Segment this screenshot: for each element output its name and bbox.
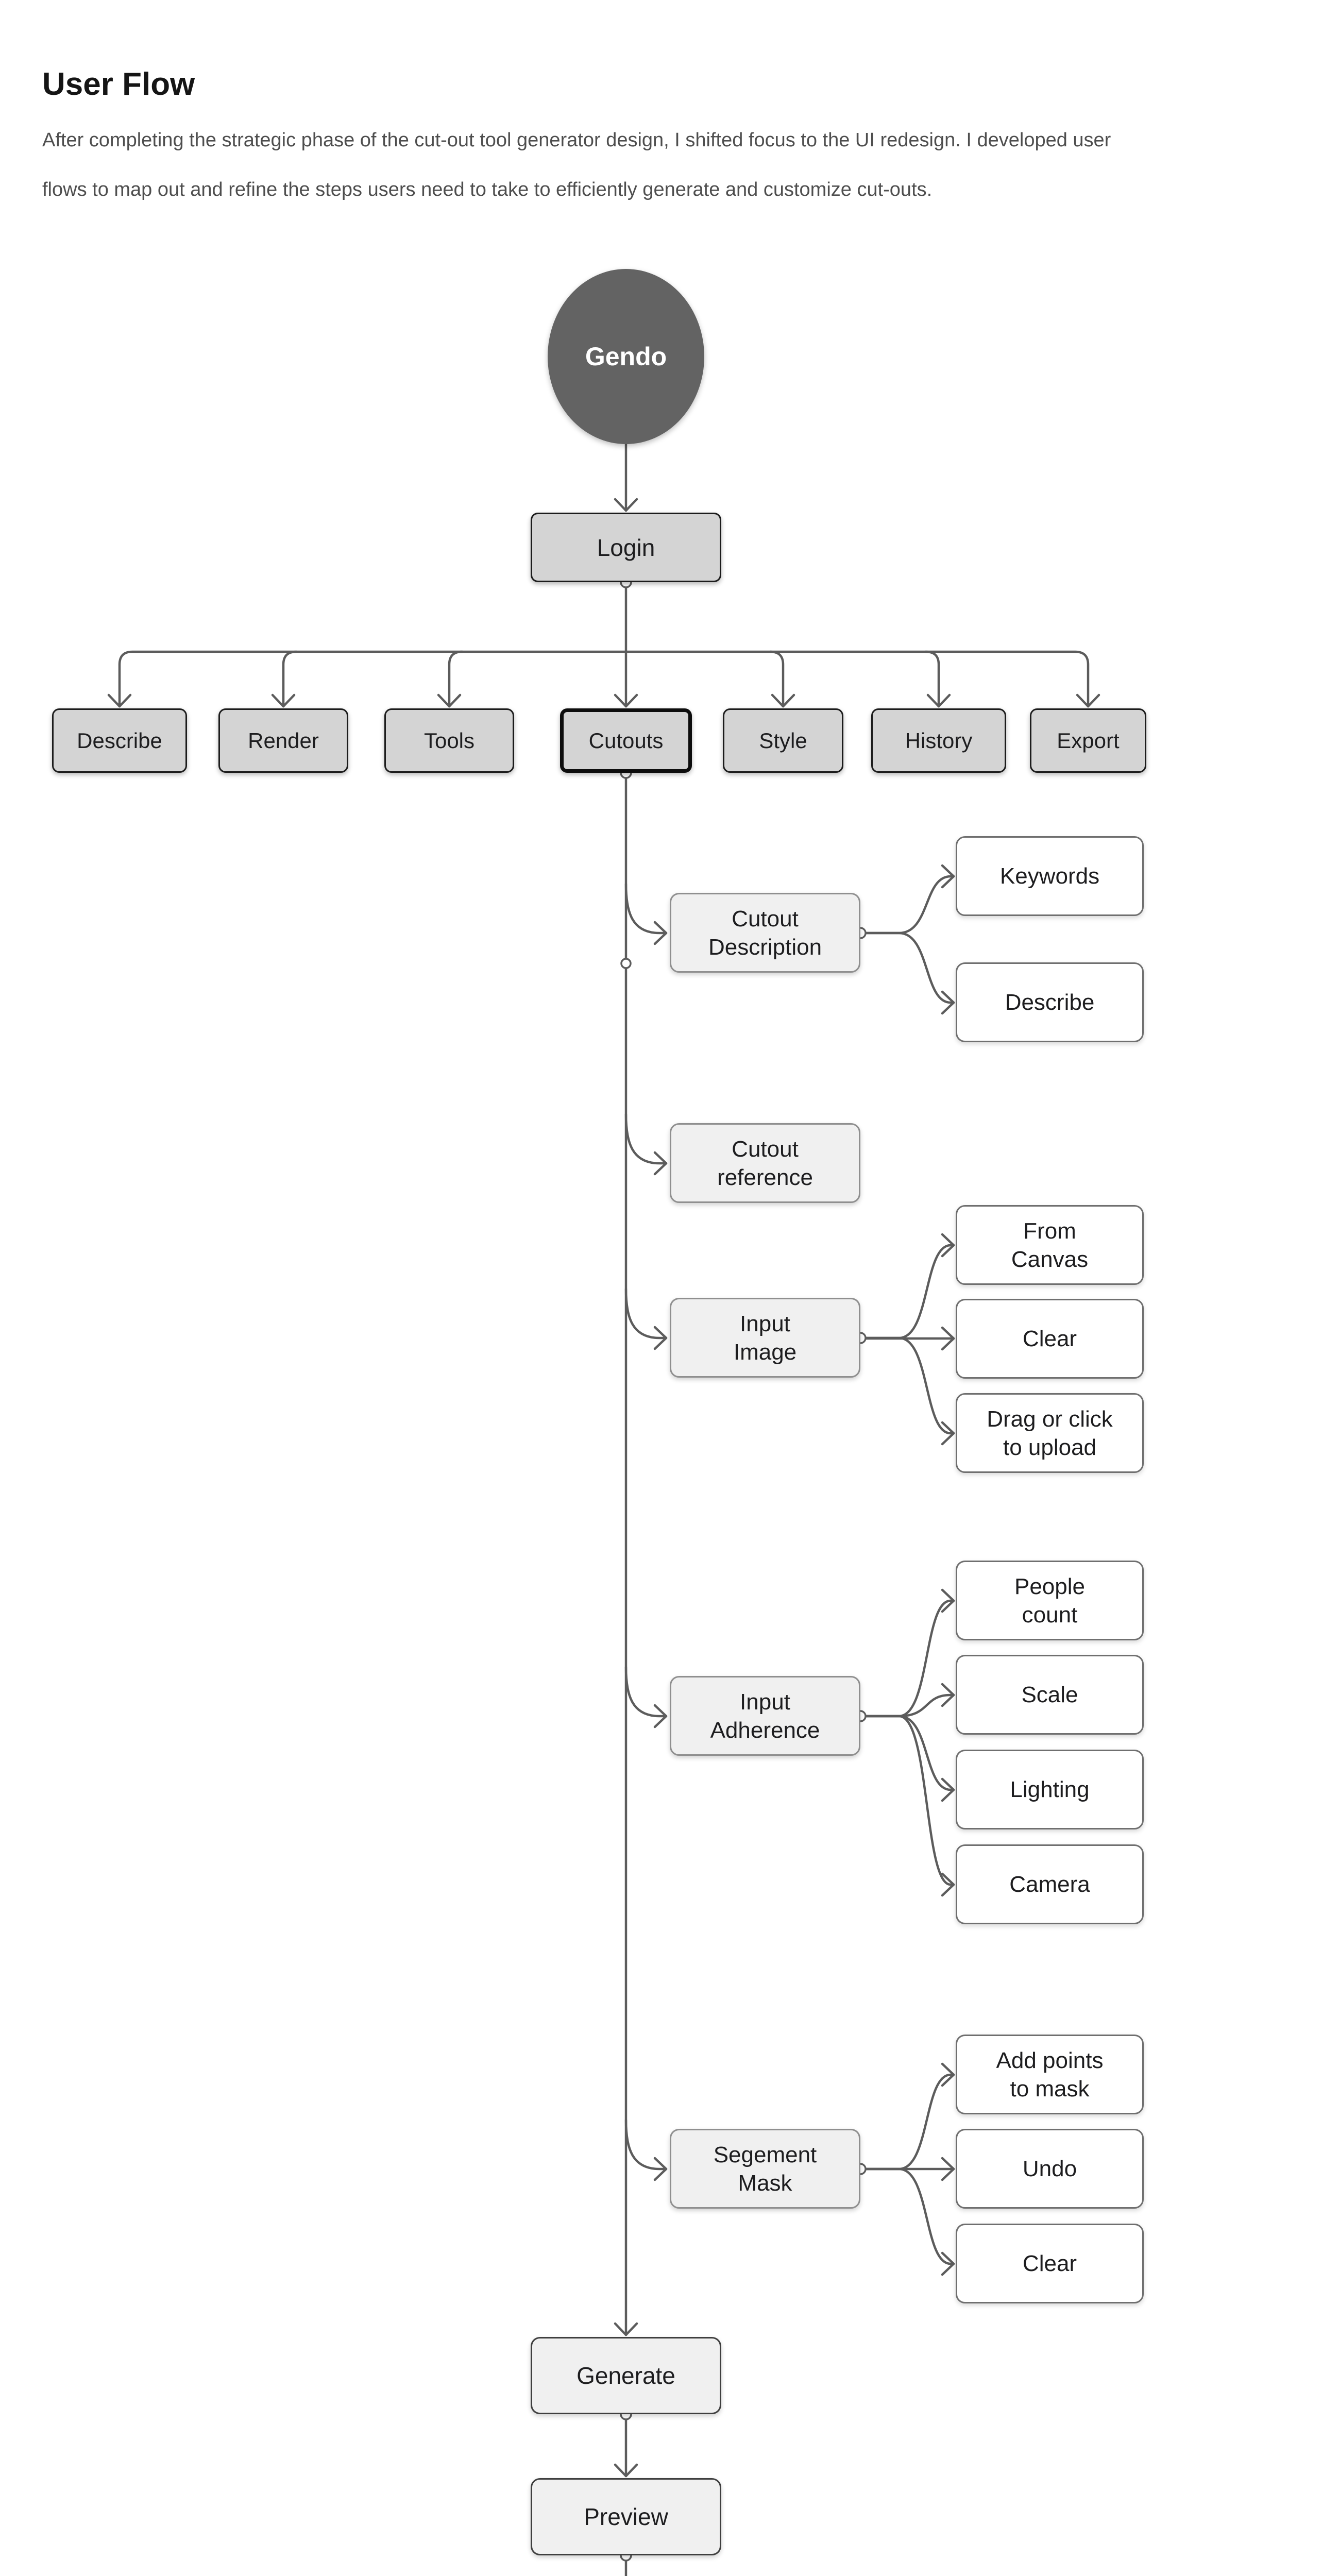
child-drag-or-click-to-upload: Drag or click to upload <box>956 1393 1144 1473</box>
tab-cutouts: Cutouts <box>560 708 692 773</box>
step-preview: Preview <box>531 2478 721 2555</box>
child-people-count: People count <box>956 1561 1144 1640</box>
section-segement-mask: Segement Mask <box>670 2129 860 2209</box>
child-camera: Camera <box>956 1844 1144 1924</box>
section-cutout-reference: Cutout reference <box>670 1123 860 1203</box>
tab-render: Render <box>218 708 348 773</box>
section-input-image: Input Image <box>670 1298 860 1378</box>
tab-describe: Describe <box>52 708 187 773</box>
child-describe: Describe <box>956 962 1144 1042</box>
tab-export: Export <box>1030 708 1146 773</box>
child-scale: Scale <box>956 1655 1144 1735</box>
tab-tools: Tools <box>384 708 514 773</box>
tab-style: Style <box>723 708 843 773</box>
page-title: User Flow <box>42 66 195 102</box>
section-cutout-description: Cutout Description <box>670 893 860 973</box>
child-clear-mask: Clear <box>956 2224 1144 2303</box>
child-undo: Undo <box>956 2129 1144 2209</box>
child-lighting: Lighting <box>956 1750 1144 1829</box>
child-add-points-to-mask: Add points to mask <box>956 2035 1144 2114</box>
flow-edges <box>107 440 1100 2576</box>
connector-ports <box>620 576 867 2562</box>
step-generate: Generate <box>531 2337 721 2414</box>
child-clear-image: Clear <box>956 1299 1144 1379</box>
page-intro: After completing the strategic phase of … <box>42 129 1111 200</box>
child-from-canvas: From Canvas <box>956 1205 1144 1285</box>
login-node: Login <box>531 513 721 582</box>
tab-history: History <box>871 708 1006 773</box>
child-keywords: Keywords <box>956 836 1144 916</box>
start-node-gendo: Gendo <box>548 269 704 444</box>
section-input-adherence: Input Adherence <box>670 1676 860 1756</box>
